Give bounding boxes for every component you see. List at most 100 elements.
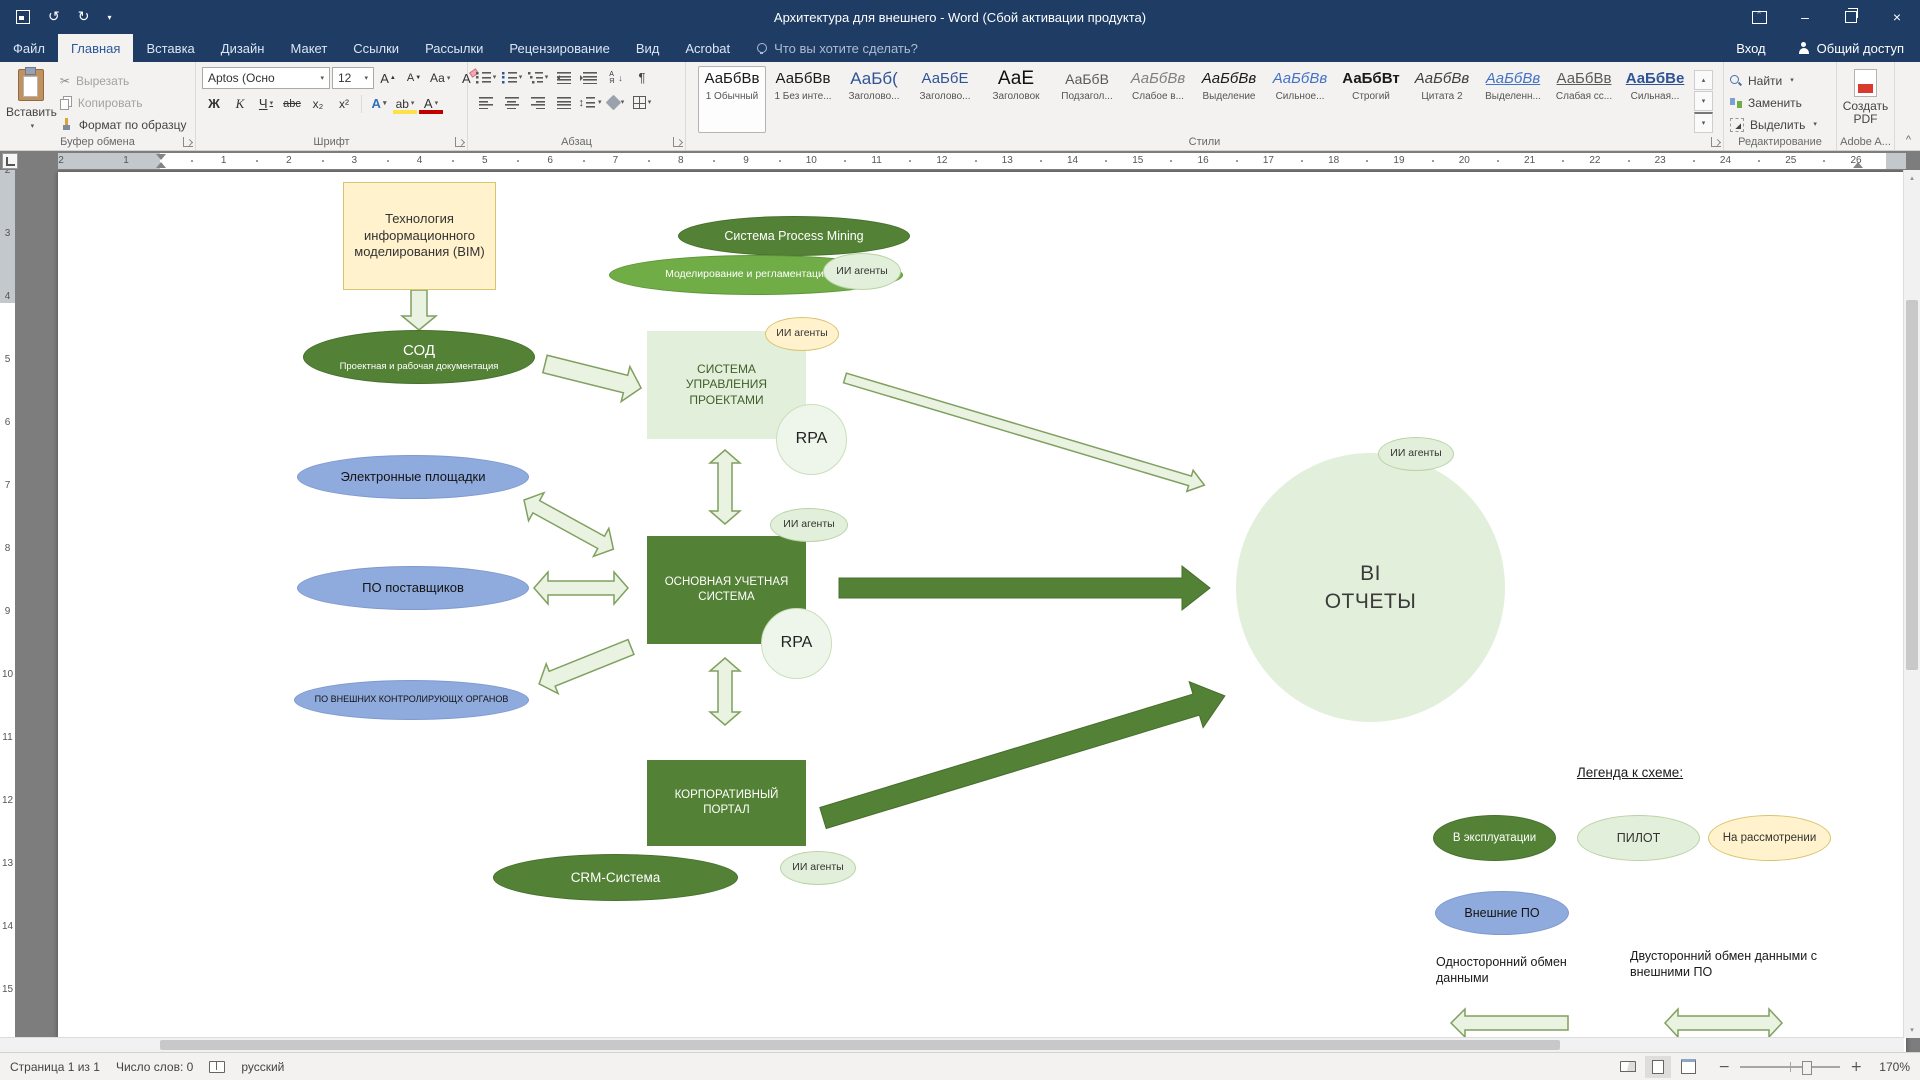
change-case-button[interactable]: Аа▾: [430, 71, 451, 85]
justify-button[interactable]: [552, 92, 576, 113]
style-item-heading1[interactable]: АаБб(Заголово...: [848, 69, 900, 103]
node-e-platforms[interactable]: Электронные площадки: [297, 455, 529, 499]
bullets-button[interactable]: ▾: [474, 67, 498, 88]
clear-formatting-button[interactable]: А: [454, 68, 478, 89]
node-ai-agents-2[interactable]: ИИ агенты: [765, 317, 839, 351]
node-suppliers[interactable]: ПО поставщиков: [297, 566, 529, 610]
tab-mailings[interactable]: Рассылки: [425, 40, 484, 56]
read-mode-button[interactable]: [1615, 1056, 1641, 1078]
dialog-launcher-styles[interactable]: [1711, 137, 1721, 147]
format-painter-button[interactable]: Формат по образцу: [57, 115, 190, 134]
paste-button[interactable]: Вставить ▾: [6, 66, 57, 134]
tab-view[interactable]: Вид: [635, 40, 660, 56]
horizontal-scroll-thumb[interactable]: [160, 1040, 1560, 1050]
close-button[interactable]: ×: [1892, 9, 1902, 25]
cut-button[interactable]: ✂Вырезать: [59, 73, 130, 88]
copy-button[interactable]: Копировать: [57, 93, 190, 112]
collapse-ribbon-button[interactable]: ^: [1905, 134, 1911, 146]
subscript-button[interactable]: x₂: [312, 96, 324, 111]
align-center-button[interactable]: [500, 92, 524, 113]
grow-font-button[interactable]: А▲: [380, 70, 396, 86]
arrow-main-system-to-bi[interactable]: [838, 564, 1211, 612]
node-corp-portal[interactable]: КОРПОРАТИВНЫЙ ПОРТАЛ: [647, 760, 806, 846]
numbering-button[interactable]: ▾: [500, 67, 524, 88]
right-indent-marker[interactable]: [1853, 162, 1863, 168]
align-left-button[interactable]: [474, 92, 498, 113]
find-button[interactable]: Найти▾: [1730, 71, 1817, 90]
tab-references[interactable]: Ссылки: [353, 40, 400, 56]
shading-button[interactable]: ▾: [604, 92, 628, 113]
tab-design[interactable]: Дизайн: [220, 40, 265, 56]
redo-icon[interactable]: ↻: [77, 9, 90, 25]
tab-acrobat[interactable]: Acrobat: [685, 40, 731, 56]
node-ai-agents-1[interactable]: ИИ агенты: [823, 253, 901, 290]
tell-me-box[interactable]: Что вы хотите сделать?: [743, 34, 932, 62]
shrink-font-button[interactable]: А▼: [406, 72, 422, 84]
customize-qat-icon[interactable]: ▾: [107, 12, 112, 22]
zoom-slider-handle[interactable]: [1802, 1060, 1813, 1075]
arrow-main-system-corp-portal[interactable]: [707, 657, 743, 726]
scroll-up-icon[interactable]: ▴: [1910, 175, 1914, 182]
strikethrough-button[interactable]: abc: [283, 97, 301, 110]
node-pm-system[interactable]: СИСТЕМА УПРАВЛЕНИЯ ПРОЕКТАМИ: [647, 331, 806, 439]
sign-in-button[interactable]: Вход: [1736, 40, 1766, 56]
zoom-out-button[interactable]: −: [1718, 1058, 1731, 1075]
tab-file[interactable]: Файл: [13, 40, 45, 56]
node-bim[interactable]: Технология информационного моделирования…: [343, 182, 496, 290]
arrow-pm-system-to-bi[interactable]: [842, 367, 1208, 495]
document-page[interactable]: Технология информационного моделирования…: [58, 172, 1906, 1052]
create-pdf-button[interactable]: Создать PDF: [1843, 66, 1888, 133]
legend-under-review[interactable]: На рассмотрении: [1708, 815, 1831, 861]
legend-external-software[interactable]: Внешние ПО: [1435, 891, 1569, 935]
zoom-in-button[interactable]: +: [1850, 1058, 1863, 1075]
highlight-color-button[interactable]: ab▾: [393, 93, 417, 114]
node-ai-agents-4[interactable]: ИИ агенты: [780, 851, 856, 885]
select-button[interactable]: Выделить▾: [1730, 115, 1817, 134]
first-line-indent-marker[interactable]: [156, 154, 166, 160]
node-external-bodies[interactable]: ПО ВНЕШНИХ КОНТРОЛИРУЮЩХ ОРГАНОВ: [294, 680, 529, 720]
styles-scroll-down[interactable]: ▾: [1694, 91, 1713, 111]
align-right-button[interactable]: [526, 92, 550, 113]
node-process-mining[interactable]: Система Process Mining: [678, 216, 910, 256]
arrow-main-system-to-external-bodies[interactable]: [533, 632, 637, 699]
node-bi-reports[interactable]: BI ОТЧЕТЫ: [1236, 453, 1505, 722]
arrow-bim-to-sod[interactable]: [399, 289, 439, 331]
vertical-scrollbar[interactable]: ▴ ▾: [1903, 170, 1920, 1038]
underline-button[interactable]: Ч▾: [258, 96, 274, 111]
tab-insert[interactable]: Вставка: [146, 40, 195, 56]
hanging-indent-marker[interactable]: [156, 162, 166, 168]
styles-gallery-more[interactable]: ▾: [1694, 112, 1713, 133]
legend-two-way-arrow[interactable]: [1663, 1007, 1784, 1039]
show-formatting-button[interactable]: ¶: [630, 67, 654, 88]
node-ai-agents-5[interactable]: ИИ агенты: [1378, 437, 1454, 471]
page-indicator[interactable]: Страница 1 из 1: [10, 1059, 100, 1074]
node-rpa-2[interactable]: RPA: [761, 608, 832, 679]
vertical-scroll-thumb[interactable]: [1906, 300, 1918, 670]
decrease-indent-button[interactable]: [552, 67, 576, 88]
word-count[interactable]: Число слов: 0: [115, 1059, 194, 1074]
language-indicator[interactable]: русский: [241, 1059, 285, 1074]
multilevel-list-button[interactable]: ▾: [526, 67, 550, 88]
minimize-button[interactable]: –: [1801, 9, 1809, 25]
scroll-down-icon[interactable]: ▾: [1910, 1027, 1914, 1034]
undo-icon[interactable]: ↺: [48, 9, 60, 25]
styles-scroll-up[interactable]: ▴: [1694, 70, 1713, 90]
sort-button[interactable]: АЯ↓: [604, 67, 628, 88]
tab-review[interactable]: Рецензирование: [509, 40, 610, 56]
tab-layout[interactable]: Макет: [290, 40, 328, 56]
dialog-launcher-font[interactable]: [455, 137, 465, 147]
increase-indent-button[interactable]: [578, 67, 602, 88]
web-layout-button[interactable]: [1675, 1056, 1701, 1078]
arrow-pm-system-main-system[interactable]: [707, 449, 743, 525]
legend-pilot[interactable]: ПИЛОТ: [1577, 815, 1700, 861]
font-size-select[interactable]: 12▾: [332, 67, 374, 89]
arrow-sod-to-pm-system[interactable]: [541, 347, 646, 406]
